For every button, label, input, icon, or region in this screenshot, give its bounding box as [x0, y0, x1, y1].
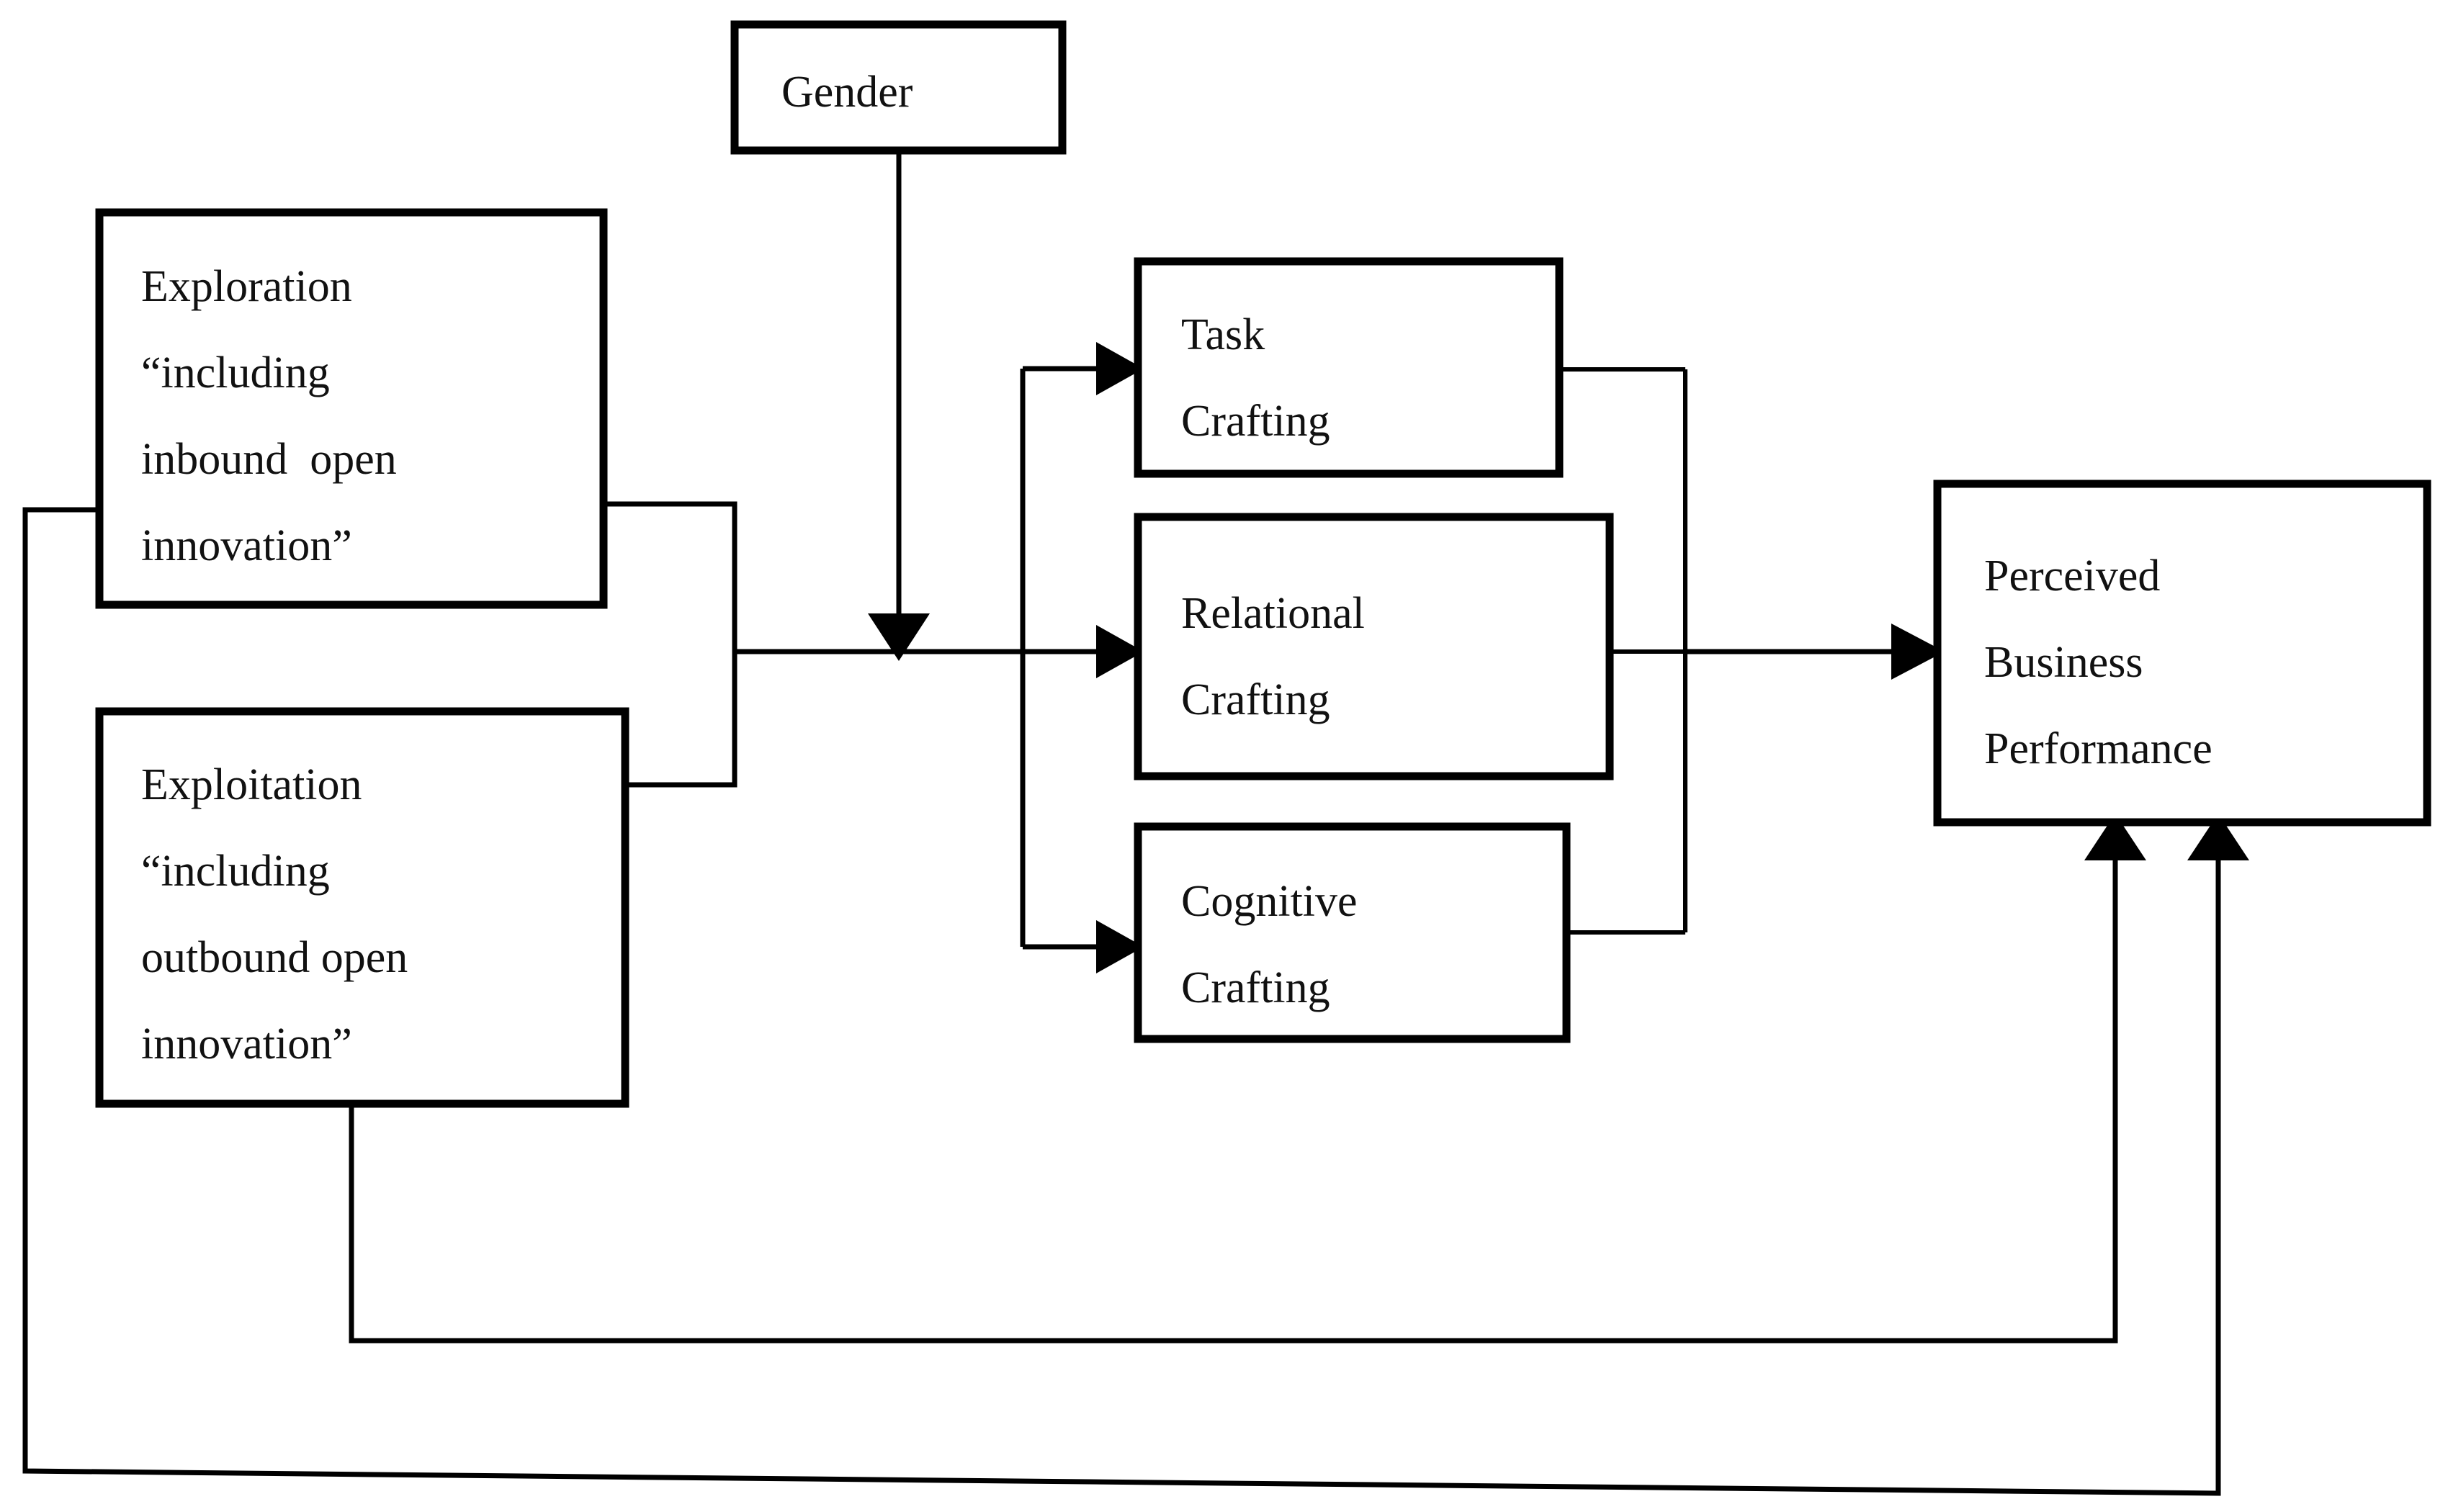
relational-crafting-label-line-1: Relational [1181, 589, 1365, 638]
edge-gender-to-main-bus [868, 150, 930, 661]
gender-box[interactable]: Gender [730, 20, 1067, 155]
edge-crafting-to-performance [1685, 624, 1945, 680]
edge-bus-to-cognitive-crafting [1023, 920, 1144, 973]
perceived-business-performance-label-line-3: Performance [1984, 724, 2212, 773]
exploration-label-line-4: innovation” [141, 521, 352, 570]
task-crafting-box[interactable]: Task Crafting [1134, 257, 1564, 478]
perceived-business-performance-label-line-1: Perceived [1984, 552, 2160, 600]
exploitation-label-line-3: outbound open [141, 933, 408, 982]
exploration-label-line-1: Exploration [141, 262, 352, 311]
cognitive-crafting-label-line-2: Crafting [1181, 963, 1330, 1012]
exploration-label-line-2: “including [141, 348, 330, 397]
exploitation-label-line-4: innovation” [141, 1020, 352, 1068]
exploitation-box[interactable]: Exploitation “including outbound open in… [95, 707, 629, 1108]
cognitive-crafting-box[interactable]: Cognitive Crafting [1134, 822, 1571, 1043]
edge-bus-to-relational-crafting [1023, 625, 1144, 678]
exploitation-label-line-2: “including [141, 847, 330, 896]
exploitation-label-line-1: Exploitation [141, 760, 362, 809]
relational-crafting-box[interactable]: Relational Crafting [1134, 513, 1614, 780]
task-crafting-label-line-2: Crafting [1181, 397, 1330, 446]
perceived-business-performance-box[interactable]: Perceived Business Performance [1933, 480, 2431, 827]
cognitive-crafting-label-line-1: Cognitive [1181, 877, 1358, 926]
exploration-label-line-3: inbound open [141, 435, 397, 484]
task-crafting-label-line-1: Task [1181, 310, 1265, 359]
gender-label: Gender [781, 68, 913, 117]
edge-exploration-direct-to-performance [22, 507, 2249, 1496]
edge-exploration-to-crafting-bus [604, 501, 737, 652]
edge-exploitation-direct-to-performance [349, 814, 2146, 1344]
edge-bus-to-task-crafting [1023, 342, 1144, 395]
edge-exploitation-to-crafting-bus [625, 652, 737, 788]
relational-crafting-label-line-2: Crafting [1181, 675, 1330, 724]
exploration-box[interactable]: Exploration “including inbound open inno… [95, 208, 608, 609]
perceived-business-performance-label-line-2: Business [1984, 638, 2143, 687]
